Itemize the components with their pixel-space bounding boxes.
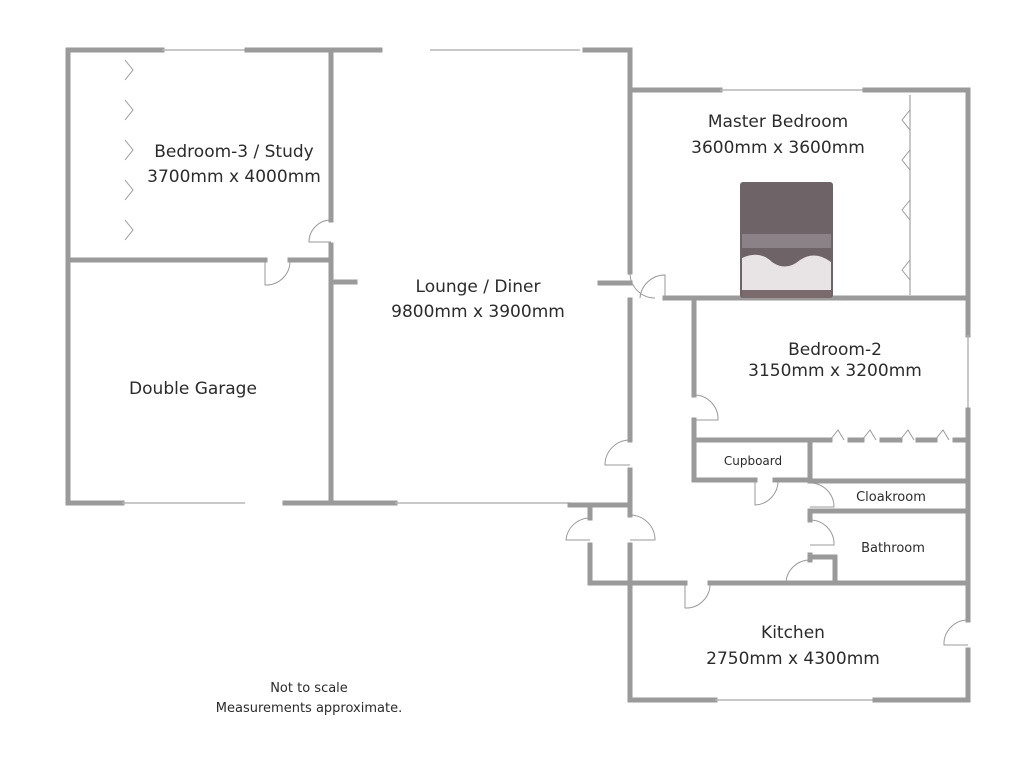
room-size-bedroom2: 3150mm x 3200mm	[748, 361, 922, 381]
bed-icon	[740, 182, 833, 298]
room-size-kitchen: 2750mm x 4300mm	[706, 649, 880, 669]
walls	[65, 47, 971, 703]
wardrobe-doors	[124, 59, 950, 441]
room-name-garage: Double Garage	[129, 379, 257, 399]
room-size-lounge: 9800mm x 3900mm	[391, 302, 565, 322]
note-measurements: Measurements approximate.	[216, 701, 402, 716]
door-swings	[264, 219, 969, 646]
room-size-master: 3600mm x 3600mm	[691, 138, 865, 158]
disclaimer: Not to scale Measurements approximate.	[216, 681, 402, 716]
room-size-bedroom3: 3700mm x 4000mm	[147, 167, 321, 187]
room-labels: Bedroom-3 / Study 3700mm x 4000mm Lounge…	[129, 112, 926, 669]
room-name-bedroom2: Bedroom-2	[788, 340, 882, 360]
room-name-cloakroom: Cloakroom	[856, 490, 926, 505]
room-name-bathroom: Bathroom	[861, 541, 925, 556]
room-name-cupboard: Cupboard	[724, 454, 782, 468]
room-name-bedroom3: Bedroom-3 / Study	[154, 142, 313, 162]
room-name-kitchen: Kitchen	[761, 623, 825, 643]
note-not-to-scale: Not to scale	[270, 681, 348, 696]
room-name-lounge: Lounge / Diner	[416, 277, 541, 297]
room-name-master: Master Bedroom	[708, 112, 848, 132]
